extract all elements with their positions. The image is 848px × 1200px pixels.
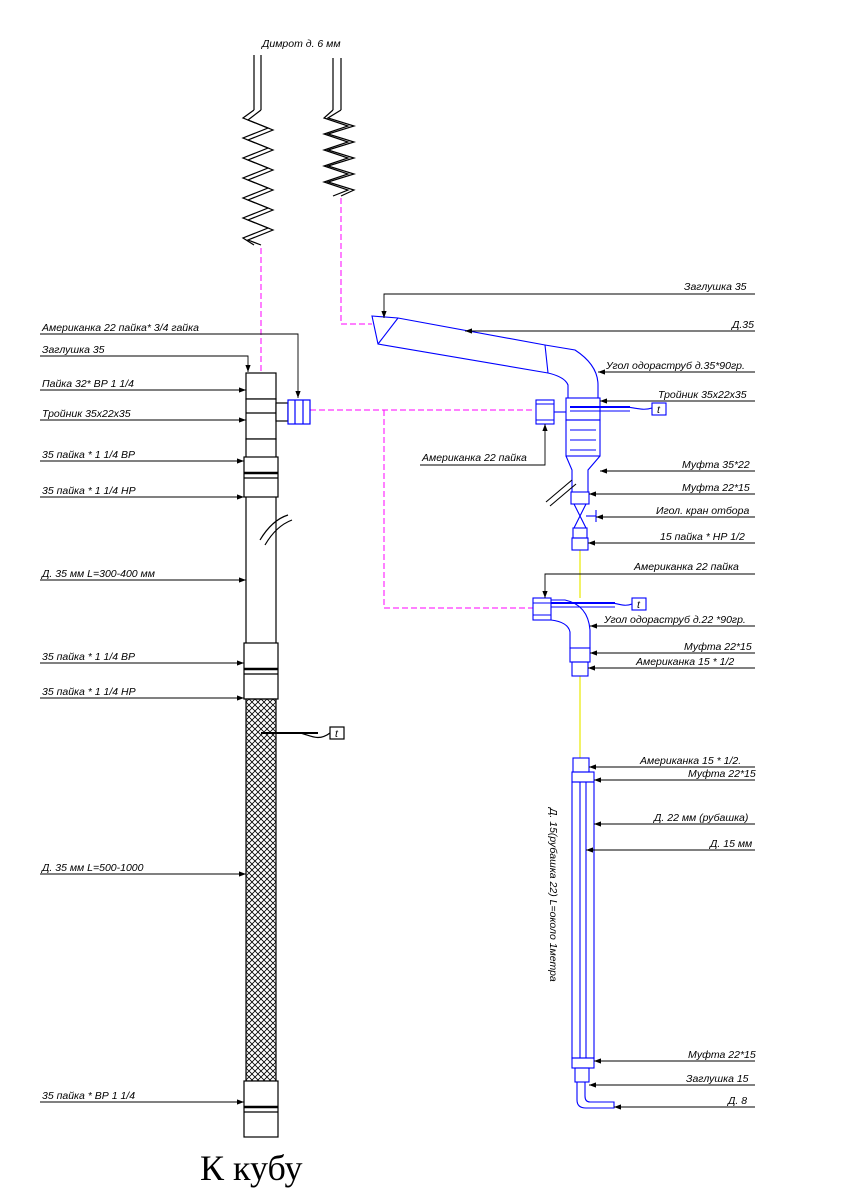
- label-troynik-left: Тройник 35х22х35: [42, 408, 131, 420]
- label-mufta-22-15-d: Муфта 22*15: [688, 1049, 756, 1061]
- temp-sensor-label-2: t: [657, 404, 661, 416]
- label-ugol-22: Угол одораструб д.22 *90гр.: [603, 614, 746, 626]
- temp-sensor-label-1: t: [335, 728, 339, 740]
- label-p35-vr-bottom: 35 пайка * ВР 1 1/4: [42, 1090, 135, 1102]
- temp-sensor-label-3: t: [637, 599, 641, 611]
- valve-handle-2: [549, 483, 577, 507]
- label-d22: Д. 22 мм (рубашка): [653, 812, 748, 824]
- reflux-head: [371, 315, 667, 551]
- label-ugol-35: Угол одораструб д.35*90гр.: [605, 360, 745, 372]
- dimroth-condenser: [241, 55, 357, 246]
- label-p15-nr: 15 пайка * НР 1/2: [660, 531, 745, 543]
- dashed-connections: [260, 198, 534, 609]
- label-amer-22-34: Американка 22 пайка* 3/4 гайка: [41, 322, 199, 334]
- label-zaglushka-35-right: Заглушка 35: [684, 281, 747, 293]
- left-leaders: [40, 333, 301, 1105]
- right-middle-leaders: [542, 573, 755, 671]
- label-p35-nr-1: 35 пайка * 1 1/4 НР: [42, 485, 136, 497]
- label-d8: Д. 8: [727, 1095, 747, 1107]
- right-bottom-leaders: [586, 764, 755, 1110]
- dimroth-label: Димрот д. 6 мм: [261, 38, 341, 50]
- label-p35-nr-2: 35 пайка * 1 1/4 НР: [42, 686, 136, 698]
- label-zaglushka-15: Заглушка 15: [686, 1073, 749, 1085]
- angle-22-assembly: [532, 597, 647, 677]
- label-mufta-22-15-b: Муфта 22*15: [684, 641, 752, 653]
- label-d35: Д.35: [731, 319, 754, 331]
- product-cooler: [571, 757, 615, 1109]
- label-mufta-22-15-c: Муфта 22*15: [688, 768, 756, 780]
- label-igol-kran: Игол. кран отбора: [656, 505, 749, 517]
- label-amer-15-b: Американка 15 * 1/2.: [639, 755, 741, 767]
- label-payka-32: Пайка 32* ВР 1 1/4: [42, 378, 134, 390]
- label-mufta-35-22: Муфта 35*22: [682, 459, 750, 471]
- right-top-leaders: [381, 293, 755, 546]
- label-vertical-cooler: Д. 15(рубашка 22) L=около 1метра: [547, 807, 559, 982]
- label-amer-22: Американка 22 пайка: [421, 452, 527, 464]
- label-d35-300: Д. 35 мм L=300-400 мм: [41, 568, 155, 580]
- label-amer-22-b: Американка 22 пайка: [633, 561, 739, 573]
- k-kubu-label: К кубу: [200, 1148, 302, 1188]
- label-mufta-22-15-a: Муфта 22*15: [682, 482, 750, 494]
- label-zaglushka-35-left: Заглушка 35: [42, 344, 105, 356]
- left-column: [243, 372, 345, 1138]
- label-p35-vr-2: 35 пайка * 1 1/4 ВР: [42, 651, 135, 663]
- label-amer-15-a: Американка 15 * 1/2: [635, 656, 734, 668]
- label-d35-500: Д. 35 мм L=500-1000: [41, 862, 144, 874]
- valve-handle: [545, 479, 573, 503]
- label-d15: Д. 15 мм: [709, 838, 752, 850]
- label-p35-vr-1: 35 пайка * 1 1/4 ВР: [42, 449, 135, 461]
- label-troynik-right: Тройник 35х22х35: [658, 389, 747, 401]
